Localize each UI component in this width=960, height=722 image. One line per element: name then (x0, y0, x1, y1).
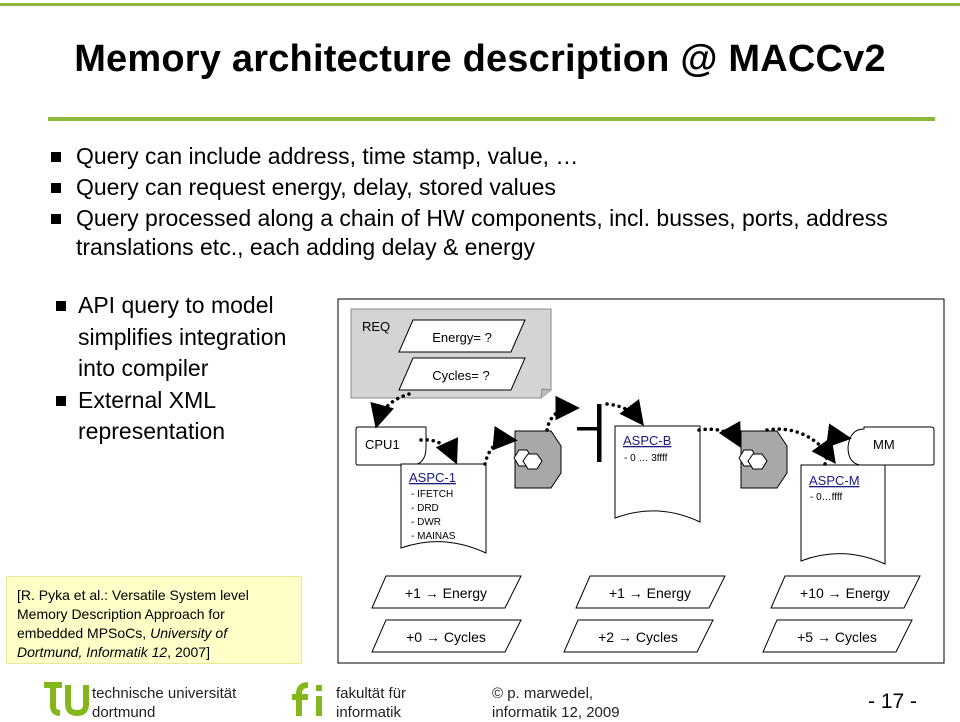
energy-query-label: Energy= ? (432, 330, 492, 345)
citation-box: [R. Pyka et al.: Versatile System level … (6, 576, 302, 664)
slide-title: Memory architecture description @ MACCv2 (74, 38, 886, 80)
footer-university-line2: dortmund (92, 704, 156, 721)
footer-copyright-line1: © p. marwedel, (492, 685, 594, 702)
cost-cycles-3-label: +5 → Cycles (797, 629, 877, 645)
aspc1-title: ASPC-1 (409, 470, 456, 485)
aspcm-document: ASPC-M - 0…ffff (800, 464, 886, 565)
cost-energy-2-label: +1 → Energy (609, 585, 691, 601)
req-box: REQ Energy= ? Cycles= ? (350, 308, 552, 399)
cycles-query-label: Cycles= ? (432, 368, 489, 383)
flow-arrow (545, 395, 580, 432)
cost-cycles-1-label: +0 → Cycles (406, 629, 486, 645)
footer-university-line1: technische universität (92, 685, 237, 702)
flow-arrow (823, 423, 852, 466)
flow-arrow (483, 426, 518, 466)
aspcb-document: ASPC-B - 0 … 3ffff (614, 425, 701, 523)
bullet-query-request: Query can request energy, delay, stored … (48, 173, 956, 202)
energy-query-box: Energy= ? (398, 319, 526, 353)
cost-energy-2: +1 → Energy (575, 575, 726, 609)
top-accent-line (0, 3, 960, 6)
cost-cycles-3: +5 → Cycles (762, 619, 913, 653)
cost-energy-3-label: +10 → Energy (800, 585, 890, 601)
footer-copyright-line2: informatik 12, 2009 (492, 704, 620, 721)
flow-arrow (605, 398, 644, 426)
flow-arrow (697, 420, 742, 449)
footer-university: technische universität dortmund (92, 684, 236, 722)
cpu1-label: CPU1 (365, 437, 400, 452)
aspcm-line: - 0…ffff (810, 492, 842, 503)
footer-faculty: fakultät für informatik (336, 684, 406, 722)
cost-cycles-1: +0 → Cycles (371, 619, 522, 653)
citation-end: , 2007] (167, 644, 210, 660)
mm-box: MM (847, 426, 935, 466)
aspcm-title: ASPC-M (809, 473, 860, 488)
main-bullet-list: Query can include address, time stamp, v… (48, 142, 956, 264)
tu-logo-icon (44, 682, 89, 717)
aspcb-title: ASPC-B (623, 433, 671, 448)
side-bullet-list: API query to model simplifies integratio… (48, 290, 308, 448)
bullet-query-processed: Query processed along a chain of HW comp… (48, 204, 956, 262)
fi-logo-icon (292, 682, 322, 716)
aspc1-document: ASPC-1 - IFETCH - DRD - DWR - MAINAS (400, 463, 487, 554)
footer-faculty-line1: fakultät für (336, 685, 407, 702)
footer-copyright: © p. marwedel, informatik 12, 2009 (492, 684, 620, 722)
aspc1-line: - MAINAS (411, 531, 456, 542)
bullet-api-query: API query to model simplifies integratio… (48, 290, 308, 385)
port-component-1 (513, 430, 562, 489)
req-label: REQ (362, 319, 390, 334)
bus-symbol (577, 404, 602, 462)
cost-energy-3: +10 → Energy (770, 575, 921, 609)
aspc1-line: - IFETCH (411, 489, 453, 500)
cycles-query-box: Cycles= ? (398, 357, 526, 391)
aspcb-line: - 0 … 3ffff (624, 453, 668, 464)
cost-cycles-2: +2 → Cycles (563, 619, 714, 653)
citation-italic: University of Dortmund, Informatik 12 (17, 625, 228, 660)
cost-cycles-2-label: +2 → Cycles (598, 629, 678, 645)
port-component-2 (738, 430, 788, 489)
aspc1-line: - DWR (411, 517, 441, 528)
aspc1-line: - DRD (411, 503, 439, 514)
bullet-external-xml: External XML representation (48, 385, 308, 448)
cost-energy-1-label: +1 → Energy (405, 585, 487, 601)
bullet-query-include: Query can include address, time stamp, v… (48, 142, 776, 171)
footer-faculty-line2: informatik (336, 704, 402, 721)
cpu1-box: CPU1 (355, 426, 427, 466)
mm-label: MM (873, 437, 895, 452)
page-number: - 17 - (868, 690, 918, 713)
flow-arrow (370, 392, 411, 429)
memory-architecture-diagram: REQ Energy= ? Cycles= ? CPU1 MM ASPC-1 -… (337, 298, 945, 664)
cost-energy-1: +1 → Energy (371, 575, 522, 609)
citation-text: [R. Pyka et al.: Versatile System level … (17, 587, 249, 641)
title-underline (48, 117, 935, 121)
